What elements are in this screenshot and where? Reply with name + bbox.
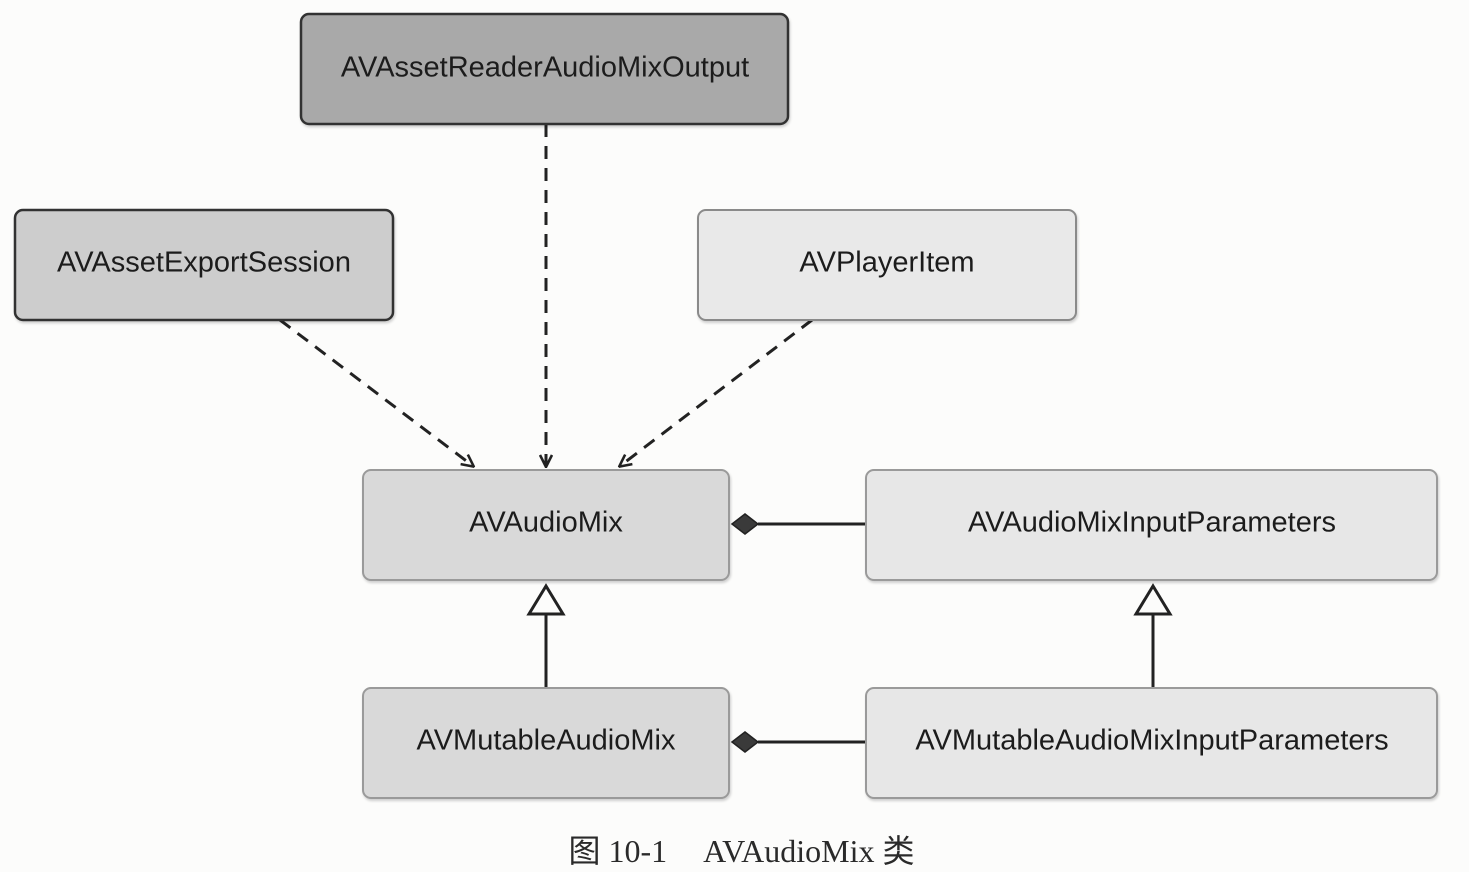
- node-label: AVAudioMixInputParameters: [968, 507, 1336, 539]
- node-box: [697, 209, 1077, 321]
- edge-export-session-to-audio-mix: [279, 318, 473, 466]
- node-label: AVPlayerItem: [799, 247, 974, 279]
- node-export-session: AVAssetExportSession: [13, 208, 395, 322]
- figure-number: 图 10-1: [568, 833, 668, 869]
- node-mutable-input-parameters: AVMutableAudioMixInputParameters: [865, 687, 1438, 799]
- composition-diamond-icon: [730, 513, 760, 535]
- edge-player-item-to-audio-mix: [620, 318, 813, 466]
- node-box: [362, 469, 730, 581]
- node-box: [865, 469, 1438, 581]
- node-input-parameters: AVAudioMixInputParameters: [865, 469, 1438, 581]
- node-box: [13, 208, 395, 322]
- figure-title: AVAudioMix 类: [703, 833, 915, 869]
- generalization-edges: [526, 583, 1173, 688]
- inheritance-triangle-icon: [526, 583, 566, 616]
- node-mutable-audio-mix: AVMutableAudioMix: [362, 687, 730, 799]
- node-box: [362, 687, 730, 799]
- composition-edges: [730, 513, 866, 753]
- node-label: AVMutableAudioMix: [417, 725, 676, 757]
- composition-diamond-icon: [730, 731, 760, 753]
- figure-caption: 图 10-1 AVAudioMix 类: [0, 826, 1469, 872]
- node-label: AVAudioMix: [469, 507, 623, 539]
- node-player-item: AVPlayerItem: [697, 209, 1077, 321]
- dependency-edges: [279, 124, 813, 466]
- node-reader-output: AVAssetReaderAudioMixOutput: [299, 12, 790, 126]
- node-box: [865, 687, 1438, 799]
- node-label: AVAssetReaderAudioMixOutput: [341, 52, 749, 84]
- node-box: [299, 12, 790, 126]
- inheritance-triangle-icon: [1133, 583, 1173, 616]
- node-label: AVAssetExportSession: [57, 247, 351, 279]
- node-audio-mix: AVAudioMix: [362, 469, 730, 581]
- node-label: AVMutableAudioMixInputParameters: [915, 725, 1388, 757]
